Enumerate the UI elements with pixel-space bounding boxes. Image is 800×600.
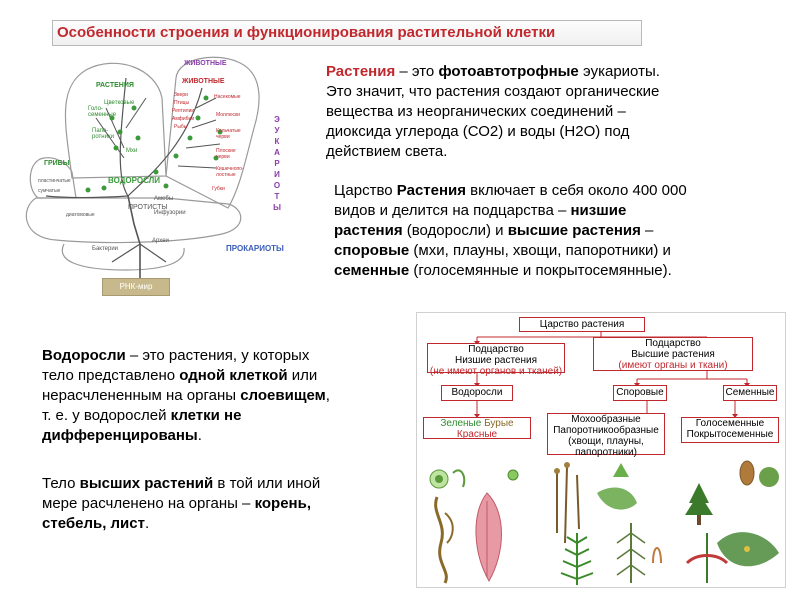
box-spore: Споровые <box>613 385 667 401</box>
tree-label-sponges: Губки <box>212 186 225 192</box>
tree-label-diatoms: диатомовые <box>66 212 95 218</box>
prokaryotes-outline <box>61 243 185 271</box>
paragraph-kingdom: Царство Растения включает в себя около 4… <box>334 182 687 279</box>
tree-label-ferns: Папо- ротники <box>92 128 114 140</box>
tree-label-bacteria: Бактерии <box>92 246 119 252</box>
term-photoautotrophic: фотоавтотрофные <box>438 63 579 80</box>
tree-label-birds: Птицы <box>174 100 190 106</box>
paragraph-algae: Водоросли – это растения, у которых тело… <box>42 347 330 444</box>
tree-label-reptiles: Рептилии <box>172 108 195 114</box>
eukaryotes-letter: Т <box>274 192 280 201</box>
fungi-branch <box>45 195 129 199</box>
tree-label-protists: ПРОТИСТЫ <box>128 204 168 211</box>
box-seed-types: Голосеменные Покрытосеменные <box>681 417 779 443</box>
seed-plants-illustration <box>685 460 779 583</box>
eukaryotes-letter: А <box>274 148 280 157</box>
algae-illustration <box>429 469 519 584</box>
tree-label-animals: ЖИВОТНЫЕ <box>182 78 225 85</box>
eukaryotes-letter: К <box>274 137 280 146</box>
plant-illustrations <box>429 460 779 585</box>
tree-label-animals-top: ЖИВОТНЫЕ <box>184 60 227 67</box>
rna-world-box: РНК-мир <box>102 278 170 296</box>
tree-label-ascomycetes: сумчатые <box>38 188 61 194</box>
tree-label-gymnosperms: Голо- семенные <box>88 106 117 118</box>
tree-label-mammals: Звери <box>174 92 188 98</box>
tree-label-algae: ВОДОРОСЛИ <box>108 176 161 185</box>
tree-label-flatworms: Плоские черви <box>216 148 236 160</box>
eukaryotes-letter: Р <box>274 159 280 168</box>
protists-outline <box>25 197 242 244</box>
term-plants: Растения <box>326 63 396 80</box>
box-algae: Водоросли <box>441 385 513 401</box>
tree-label-annelids: Кольчатые черви <box>216 128 241 140</box>
tree-label-fish: Рыбы <box>174 124 188 130</box>
eukaryotes-letter: У <box>274 126 280 135</box>
animals-outline <box>165 56 260 209</box>
slide-title: Особенности строения и функционирования … <box>52 20 642 46</box>
trunk <box>127 195 141 280</box>
paragraph-photoautotrophs: Растения – это фотоавтотрофные эукариоты… <box>326 63 660 160</box>
eukaryotes-letter: Э <box>274 115 280 124</box>
box-seed: Семенные <box>723 385 777 401</box>
tree-label-amoebas: Амебы <box>154 196 174 202</box>
tree-label-insects: Насекомые <box>214 94 241 100</box>
evolution-tree-figure: ГРИБЫ РАСТЕНИЯ ЖИВОТНЫЕ ЖИВОТНЫЕ ВОДОРОС… <box>16 48 300 296</box>
box-higher-plants: Подцарство Высшие растения (имеют органы… <box>593 337 753 371</box>
tree-svg <box>25 56 260 280</box>
tree-label-flowering: Цветковые <box>104 100 135 106</box>
animal-branch <box>127 87 203 197</box>
tree-label-amphibians: Амфибии <box>172 116 195 122</box>
plants-outline <box>64 62 167 179</box>
paragraph-higher-plants: Тело высших растений в той или иной мере… <box>42 475 321 532</box>
tree-label-cnidarians: Кишечнопо- лостные <box>216 166 244 178</box>
tree-label-agarics: пластинчатые <box>38 178 71 184</box>
eukaryotes-letter: Ы <box>273 203 281 212</box>
eukaryotes-letter: О <box>273 181 281 190</box>
box-algae-types: Зеленые Бурые Красные <box>423 417 531 440</box>
tree-label-fungi: ГРИБЫ <box>44 160 70 167</box>
eukaryotes-letter: И <box>274 170 280 179</box>
tree-label-plants: РАСТЕНИЯ <box>96 82 134 89</box>
box-lower-plants: Подцарство Низшие растения (не имеют орг… <box>427 343 565 377</box>
tree-label-molluscs: Моллюски <box>216 112 240 118</box>
mosses-ferns-illustration <box>554 462 662 585</box>
box-kingdom: Царство растения <box>519 317 645 332</box>
tree-label-mosses: Мхи <box>126 148 138 154</box>
tree-label-ciliates: Инфузории <box>154 210 186 216</box>
box-spore-types: Мохообразные Папоротникообразные (хвощи,… <box>547 413 665 458</box>
tree-label-prokaryotes: ПРОКАРИОТЫ <box>226 244 284 253</box>
plant-classification-diagram: Царство растения Подцарство Низшие расте… <box>416 312 786 588</box>
tree-label-archaea: Археи <box>152 238 169 244</box>
